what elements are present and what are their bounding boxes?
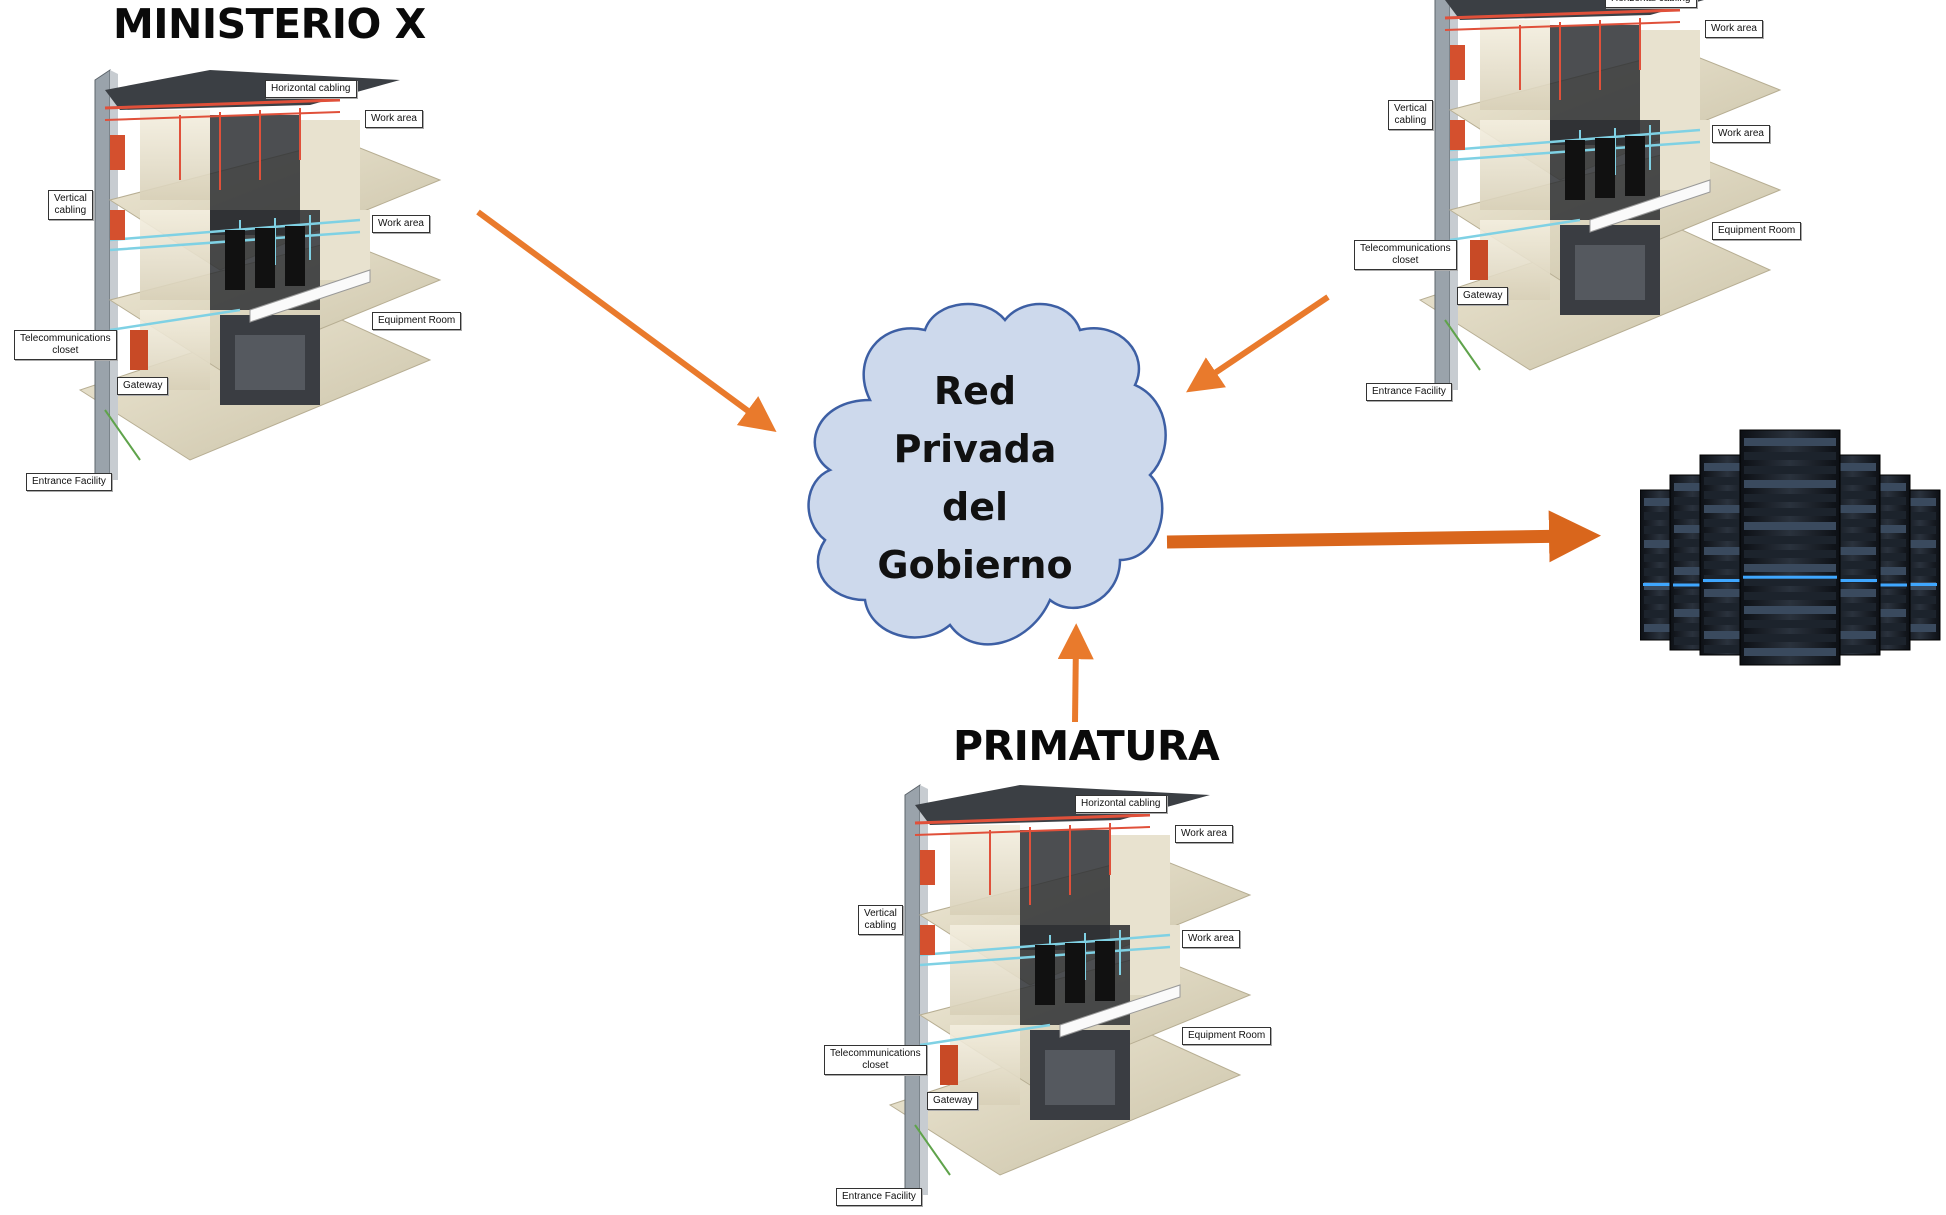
entrance-facility-label: Entrance Facility bbox=[836, 1188, 922, 1206]
telecom-closet-label-line-1: Telecommunications bbox=[830, 1048, 921, 1059]
work-area-label-upper: Work area bbox=[1705, 20, 1763, 38]
arrow-ministerio-to-cloud bbox=[476, 209, 777, 432]
cloud-line-1: Red bbox=[933, 369, 1017, 413]
gateway-label: Gateway bbox=[117, 377, 169, 395]
work-area-label-lower: Work area bbox=[372, 215, 430, 233]
server-cluster-icon bbox=[1640, 429, 1941, 666]
vertical-cabling-label-line-1: Vertical bbox=[54, 193, 87, 204]
arrow-remote-to-cloud bbox=[1186, 294, 1330, 393]
entrance-facility-label: Entrance Facility bbox=[1366, 383, 1452, 401]
vertical-cabling-label-line-2: cabling bbox=[1394, 115, 1427, 126]
telecom-closet-label-line-2: closet bbox=[862, 1060, 889, 1071]
work-area-label-upper: Work area bbox=[1175, 825, 1233, 843]
horizontal-cabling-label: Horizontal cabling bbox=[1075, 795, 1167, 813]
vertical-cabling-label-line-2: cabling bbox=[864, 920, 897, 931]
ministerio-title: MINISTERIO X bbox=[113, 0, 426, 48]
vertical-cabling-label-line-1: Vertical bbox=[1394, 103, 1427, 114]
equipment-room-label: Equipment Room bbox=[1182, 1027, 1272, 1045]
horizontal-cabling-label: Horizontal cabling bbox=[1605, 0, 1697, 8]
primatura-title: PRIMATURA bbox=[953, 722, 1220, 770]
work-area-label-lower: Work area bbox=[1712, 125, 1770, 143]
gateway-label: Gateway bbox=[927, 1092, 979, 1110]
equipment-room-label: Equipment Room bbox=[1712, 222, 1802, 240]
equipment-room-label: Equipment Room bbox=[372, 312, 462, 330]
server-rack bbox=[1699, 454, 1756, 656]
cloud-label: Red Privada del Gobierno bbox=[835, 362, 1115, 594]
vertical-cabling-label-line-2: cabling bbox=[54, 205, 87, 216]
cloud-line-4: Gobierno bbox=[877, 543, 1073, 587]
entrance-facility-label: Entrance Facility bbox=[26, 473, 112, 491]
telecom-closet-label-line-2: closet bbox=[1392, 255, 1419, 266]
work-area-label-lower: Work area bbox=[1182, 930, 1240, 948]
gateway-label: Gateway bbox=[1457, 287, 1509, 305]
arrow-primatura-to-cloud bbox=[1057, 623, 1094, 723]
government-network-cloud bbox=[807, 302, 1167, 646]
telecom-closet-label-line-1: Telecommunications bbox=[20, 333, 111, 344]
vertical-cabling-label-line-1: Vertical bbox=[864, 908, 897, 919]
telecom-closet-label-line-2: closet bbox=[52, 345, 79, 356]
server-rack bbox=[1739, 429, 1841, 666]
work-area-label-upper: Work area bbox=[365, 110, 423, 128]
horizontal-cabling-label: Horizontal cabling bbox=[265, 80, 357, 98]
arrow-cloud-to-servers bbox=[1166, 510, 1601, 563]
cloud-line-2: Privada bbox=[893, 427, 1057, 471]
telecom-closet-label-line-1: Telecommunications bbox=[1360, 243, 1451, 254]
cloud-line-3: del bbox=[942, 485, 1008, 529]
